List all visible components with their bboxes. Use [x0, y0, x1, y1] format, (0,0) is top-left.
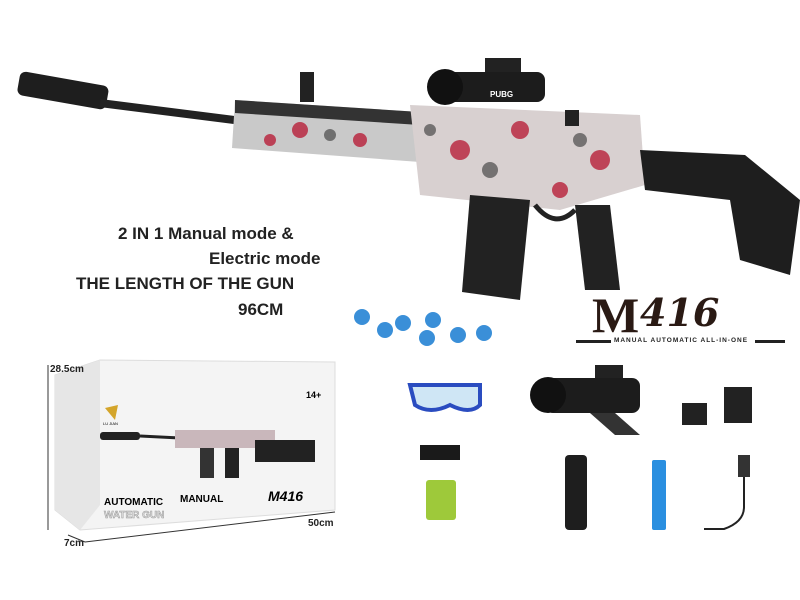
box-height: 28.5cm — [50, 364, 84, 375]
box-width: 50cm — [308, 518, 334, 529]
battery — [652, 460, 666, 530]
features-line-1: 2 IN 1 Manual mode & — [118, 224, 294, 243]
box-title-2: MANUAL — [180, 494, 224, 505]
strap — [420, 445, 460, 460]
scope-label: PUBG — [490, 90, 513, 99]
sight-part-2 — [724, 387, 752, 423]
magazine — [462, 195, 530, 300]
logo-number: 416 — [640, 290, 720, 335]
gel-bead-bag — [426, 480, 456, 520]
features-line-2: Electric mode — [209, 249, 321, 268]
stock — [640, 150, 800, 275]
length-label: THE LENGTH OF THE GUN — [76, 274, 295, 293]
scope-accessory — [530, 365, 640, 435]
box-model: M416 — [268, 488, 304, 504]
scope — [440, 72, 545, 102]
muzzle-device — [565, 455, 587, 530]
suppressor — [17, 71, 109, 110]
receiver — [410, 105, 645, 210]
box-title: AUTOMATIC — [104, 497, 164, 508]
length-value: 96CM — [238, 300, 284, 319]
water-beads — [354, 309, 492, 346]
grip — [575, 205, 620, 290]
box-brand: LU JIAN — [103, 421, 118, 426]
box-age-rating: 14+ — [306, 390, 322, 400]
logo-letter: M — [592, 287, 639, 343]
box-depth: 7cm — [64, 538, 85, 549]
logo-tagline: MANUAL AUTOMATIC ALL-IN-ONE — [613, 337, 749, 344]
usb-charging-cable — [704, 455, 750, 530]
goggles — [407, 383, 482, 412]
sight-part-1 — [682, 403, 707, 425]
box-subtitle: WATER GUN — [104, 510, 165, 522]
box-brand-logo — [105, 405, 118, 420]
box-rifle-image — [100, 430, 315, 478]
